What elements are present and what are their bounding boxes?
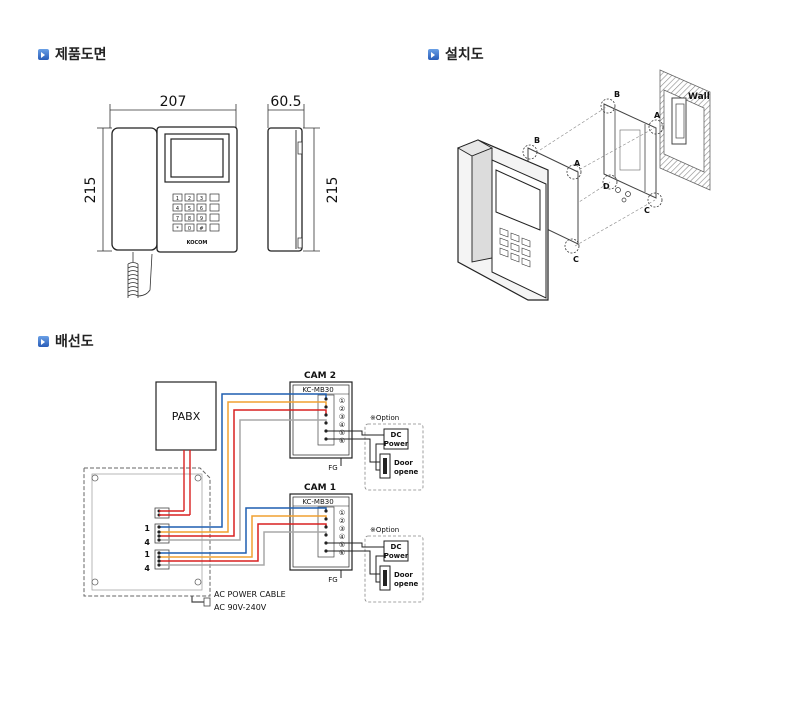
wall-bracket <box>603 103 657 199</box>
terminal: ④ <box>339 421 345 429</box>
door-text: Door <box>394 571 413 579</box>
terminal: ⑥ <box>339 437 345 445</box>
screen <box>170 138 224 178</box>
key: 0 <box>188 226 191 232</box>
opene-text: opene <box>394 580 419 588</box>
key: 4 <box>176 206 179 212</box>
key: * <box>176 226 179 232</box>
port-num-4-bottom: 4 <box>144 564 150 573</box>
keypad: 1 2 3 4 5 6 7 8 9 * 0 # <box>172 193 220 232</box>
label-c-bracket: C <box>644 206 650 215</box>
cam1-wires <box>159 507 327 566</box>
installation-drawing: Wall B A D C B A C <box>456 69 711 301</box>
coiled-cord <box>127 252 153 298</box>
wiring-title: 배선도 <box>55 334 94 350</box>
cam2-wires <box>159 393 327 541</box>
terminal: ② <box>339 517 345 525</box>
section-title-wiring: 배선도 <box>38 331 94 351</box>
wall-label: Wall <box>688 92 710 102</box>
label-b-device: B <box>534 136 540 145</box>
bullet-icon <box>428 48 439 60</box>
cam1-model: KC-MB30 <box>302 498 333 506</box>
bullet-icon <box>38 335 49 347</box>
handset-3d <box>471 147 493 263</box>
cam1-title: CAM 1 <box>304 483 336 493</box>
label-b-bracket: B <box>614 90 620 99</box>
opene-text: opene <box>394 468 419 476</box>
cam1-option-box <box>364 535 424 603</box>
product-drawing-title: 제품도면 <box>55 47 107 63</box>
door-text: Door <box>394 459 413 467</box>
terminal: ② <box>339 405 345 413</box>
pabx-label: PABX <box>172 410 201 423</box>
key: 2 <box>188 196 191 202</box>
key: 1 <box>176 196 179 202</box>
terminal: ⑥ <box>339 549 345 557</box>
terminal: ① <box>339 397 345 405</box>
dc-text: DC <box>391 431 402 439</box>
pabx-box <box>155 381 217 451</box>
key: 6 <box>200 206 203 212</box>
ac-voltage-label: AC 90V-240V <box>214 603 267 612</box>
cam2-option-box <box>364 423 424 491</box>
label-d: D <box>603 182 610 191</box>
port-num-1-top: 1 <box>144 524 150 533</box>
dim-front-width: 207 <box>160 94 187 110</box>
label-a-device: A <box>574 159 581 168</box>
installation-title: 설치도 <box>445 47 484 63</box>
key: 7 <box>176 216 179 222</box>
label-a-bracket: A <box>654 111 661 120</box>
cam2-fg: FG <box>328 464 337 472</box>
terminal: ⑤ <box>339 541 345 549</box>
key: 5 <box>188 206 191 212</box>
bullet-icon <box>38 48 49 60</box>
wiring-diagram: PABX 1 4 1 4 CAM 2 KC-MB30 ① ② <box>83 371 424 612</box>
terminal: ⑤ <box>339 429 345 437</box>
dim-front-height: 215 <box>83 177 99 204</box>
port-num-4-top: 4 <box>144 538 150 547</box>
cam2-title: CAM 2 <box>304 371 336 381</box>
plug-icon <box>203 597 211 607</box>
dim-side-depth: 60.5 <box>270 94 301 110</box>
key: # <box>199 226 203 232</box>
terminal: ① <box>339 509 345 517</box>
port-num-1-bottom: 1 <box>144 550 150 559</box>
monitor-back <box>83 467 211 597</box>
terminal: ④ <box>339 533 345 541</box>
key: 9 <box>200 216 203 222</box>
cam1-dc-power <box>383 540 409 562</box>
cam2-option-label: ※Option <box>370 414 399 422</box>
cam1-terminals: ① ② ③ ④ ⑤ ⑥ <box>317 506 345 558</box>
key: 3 <box>200 196 203 202</box>
product-drawing: 207 60.5 215 <box>83 94 341 298</box>
key: 8 <box>188 216 191 222</box>
brand-logo: KOCOM <box>187 240 208 246</box>
ac-cable-label: AC POWER CABLE <box>214 590 286 599</box>
ac-cable-line <box>191 596 204 603</box>
power-text: Power <box>384 552 409 560</box>
section-title-installation: 설치도 <box>428 44 484 64</box>
power-text: Power <box>384 440 409 448</box>
cam1-option-label: ※Option <box>370 526 399 534</box>
label-c-device: C <box>573 255 579 264</box>
side-body <box>267 127 303 252</box>
terminal: ③ <box>339 413 345 421</box>
screen-3d <box>495 169 541 231</box>
cam2-dc-power <box>383 428 409 450</box>
terminal: ③ <box>339 525 345 533</box>
section-title-product-drawing: 제품도면 <box>38 44 107 64</box>
dc-text: DC <box>391 543 402 551</box>
cam1-fg: FG <box>328 576 337 584</box>
cam2-model: KC-MB30 <box>302 386 333 394</box>
dim-side-height: 215 <box>325 177 341 204</box>
handset <box>111 127 158 251</box>
